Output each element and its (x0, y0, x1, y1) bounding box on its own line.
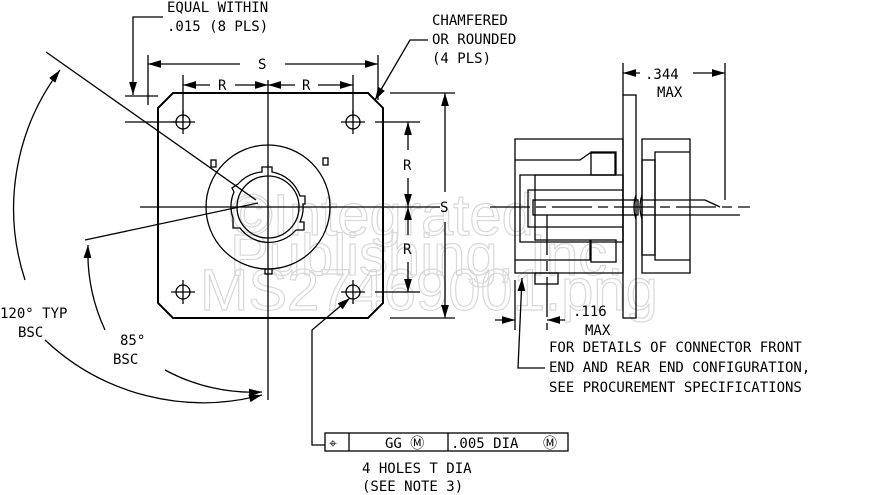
dim-r-top-right: R (302, 78, 311, 94)
note-details-1: FOR DETAILS OF CONNECTOR FRONT (549, 340, 802, 356)
dim-116-max: MAX (585, 323, 611, 339)
rear-cap-section (641, 138, 691, 274)
front-view (12, 16, 455, 446)
note-or-rounded: OR ROUNDED (432, 32, 516, 48)
dim-s-right: S (440, 200, 448, 216)
key (264, 268, 273, 275)
position-symbol-icon: ⌖ (329, 436, 337, 452)
note-details-2: END AND REAR END CONFIGURATION, (549, 360, 810, 376)
contact-socket (590, 151, 617, 176)
tolerance-value: .005 DIA (451, 436, 519, 452)
angle-85-bsc: BSC (113, 352, 138, 368)
note-equal-within: EQUAL WITHIN (167, 0, 268, 16)
insert-section (519, 174, 624, 243)
feature-control-frame: ⌖ GG Ⓜ .005 DIA Ⓜ (324, 432, 569, 452)
dim-r-right-upper: R (403, 158, 412, 174)
dimension-lines (12, 16, 455, 446)
annotations: EQUAL WITHIN .015 (8 PLS) CHAMFERED OR R… (0, 0, 810, 495)
dim-344: .344 (645, 67, 679, 83)
note-holes: 4 HOLES T DIA (362, 461, 472, 477)
angle-120-bsc: BSC (18, 325, 43, 341)
note-details-3: SEE PROCUREMENT SPECIFICATIONS (549, 380, 802, 396)
svg-text:©Integrated: ©Integrated (230, 183, 534, 248)
key (210, 159, 217, 168)
material-modifier: Ⓜ (543, 436, 557, 452)
dim-s-top: S (258, 57, 266, 73)
note-equal-within-value: .015 (8 PLS) (167, 19, 268, 35)
wire (642, 199, 740, 216)
note-4-pls: (4 PLS) (432, 51, 491, 67)
mounting-flange-outline (157, 92, 384, 319)
note-chamfered: CHAMFERED (432, 13, 508, 29)
dim-r-top-left: R (218, 78, 227, 94)
angle-120-label: 120° TYP (0, 306, 67, 322)
coupling-ring (230, 166, 306, 244)
dim-r-right-lower: R (403, 242, 412, 258)
note-see-note-3: (SEE NOTE 3) (362, 479, 463, 495)
contact-socket (590, 239, 617, 263)
dim-344-max: MAX (657, 85, 683, 101)
section-dimensions (495, 63, 726, 369)
dim-116: .116 (573, 304, 607, 320)
datum-reference: GG Ⓜ (385, 436, 424, 452)
watermark: ©Integrated Publishing, Inc. MS27469001.… (199, 182, 658, 323)
angle-85-label: 85° (120, 333, 145, 349)
side-section-view (490, 63, 750, 369)
key (322, 157, 329, 166)
